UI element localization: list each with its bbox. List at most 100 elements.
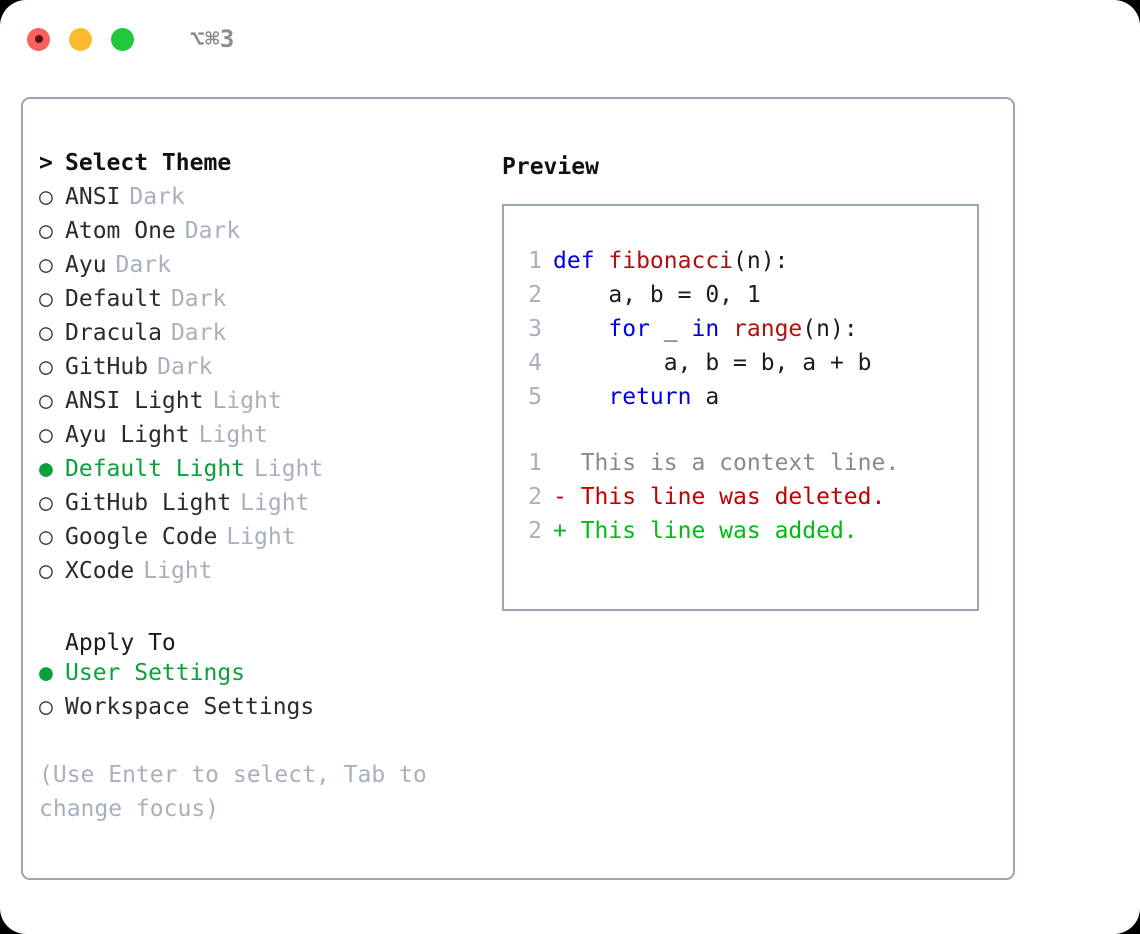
close-button[interactable] bbox=[27, 27, 50, 51]
radio-selected-icon[interactable]: ● bbox=[39, 660, 53, 686]
theme-kind-badge: Dark bbox=[170, 320, 227, 346]
code-line: 1 def fibonacci(n): bbox=[516, 248, 977, 282]
code-token: (n): bbox=[802, 316, 858, 342]
code-line: 2 a, b = 0, 1 bbox=[516, 282, 977, 316]
theme-list-item[interactable]: ○ Google Code Light bbox=[39, 524, 479, 558]
title-bar: ⌥⌘3 bbox=[0, 0, 1140, 78]
radio-unselected-icon[interactable]: ○ bbox=[39, 524, 53, 550]
code-token: a, b = 0, 1 bbox=[553, 282, 761, 308]
theme-kind-badge: Light bbox=[240, 490, 310, 516]
apply-to-option[interactable]: ● User Settings bbox=[39, 660, 479, 694]
line-number: 2 bbox=[528, 484, 542, 510]
radio-unselected-icon[interactable]: ○ bbox=[39, 320, 53, 346]
theme-name: Default Light bbox=[65, 456, 246, 482]
keyboard-hint: (Use Enter to select, Tab to change focu… bbox=[39, 762, 427, 822]
theme-name: XCode bbox=[65, 558, 135, 584]
preview-gap bbox=[516, 418, 977, 450]
theme-list-item[interactable]: ○ Dracula Dark bbox=[39, 320, 479, 354]
theme-name: Google Code bbox=[65, 524, 218, 550]
theme-kind-badge: Dark bbox=[184, 218, 241, 244]
line-number: 2 bbox=[528, 282, 542, 308]
radio-unselected-icon[interactable]: ○ bbox=[39, 218, 53, 244]
line-number: 4 bbox=[528, 350, 542, 376]
line-number: 1 bbox=[528, 450, 542, 476]
radio-unselected-icon[interactable]: ○ bbox=[39, 184, 53, 210]
radio-unselected-icon[interactable]: ○ bbox=[39, 388, 53, 414]
theme-name: Ayu bbox=[65, 252, 107, 278]
line-number: 5 bbox=[528, 384, 542, 410]
code-token bbox=[553, 316, 608, 342]
diff-line: 2- This line was deleted. bbox=[516, 484, 977, 518]
radio-unselected-icon[interactable]: ○ bbox=[39, 286, 53, 312]
code-token: a, b = b, a + b bbox=[553, 350, 872, 376]
apply-to-title: Apply To bbox=[65, 630, 176, 656]
apply-to-label: Workspace Settings bbox=[65, 694, 315, 720]
code-token: (n): bbox=[733, 248, 789, 274]
apply-to-option[interactable]: ○ Workspace Settings bbox=[39, 694, 479, 728]
radio-unselected-icon[interactable]: ○ bbox=[39, 354, 53, 380]
theme-name: ANSI bbox=[65, 184, 121, 210]
code-line: 5 return a bbox=[516, 384, 977, 418]
code-token: a bbox=[691, 384, 720, 410]
theme-list-item[interactable]: ○ XCode Light bbox=[39, 558, 479, 592]
theme-picker-title: Select Theme bbox=[65, 150, 232, 176]
theme-kind-badge: Dark bbox=[170, 286, 227, 312]
code-token: return bbox=[608, 384, 692, 410]
theme-name: Dracula bbox=[65, 320, 162, 346]
minimize-button[interactable] bbox=[69, 27, 92, 51]
apply-to-label: User Settings bbox=[65, 660, 246, 686]
code-line: 4 a, b = b, a + b bbox=[516, 350, 977, 384]
diff-text: This line was deleted. bbox=[566, 484, 886, 510]
radio-unselected-icon[interactable]: ○ bbox=[39, 694, 53, 720]
theme-list-item[interactable]: ○ Default Dark bbox=[39, 286, 479, 320]
diff-marker bbox=[553, 450, 567, 476]
theme-list-item[interactable]: ○ ANSI Dark bbox=[39, 184, 479, 218]
code-line: 3 for _ in range(n): bbox=[516, 316, 977, 350]
apply-to-list: ● User Settings ○ Workspace Settings bbox=[39, 660, 479, 728]
theme-name: GitHub bbox=[65, 354, 149, 380]
theme-kind-badge: Light bbox=[212, 388, 282, 414]
diff-line: 1 This is a context line. bbox=[516, 450, 977, 484]
code-token: for bbox=[608, 316, 650, 342]
radio-unselected-icon[interactable]: ○ bbox=[39, 422, 53, 448]
radio-unselected-icon[interactable]: ○ bbox=[39, 252, 53, 278]
line-number: 1 bbox=[528, 248, 542, 274]
theme-list-item[interactable]: ○ ANSI Light Light bbox=[39, 388, 479, 422]
section-spacer bbox=[39, 592, 479, 626]
theme-name: Atom One bbox=[65, 218, 176, 244]
diff-marker: + bbox=[553, 518, 567, 544]
radio-selected-icon[interactable]: ● bbox=[39, 456, 53, 482]
theme-kind-badge: Light bbox=[226, 524, 296, 550]
theme-kind-badge: Light bbox=[143, 558, 213, 584]
code-token: fibonacci bbox=[608, 248, 734, 274]
theme-kind-badge: Dark bbox=[129, 184, 185, 210]
theme-kind-badge: Light bbox=[198, 422, 268, 448]
theme-name: Default bbox=[65, 286, 162, 312]
traffic-lights bbox=[27, 27, 134, 51]
code-token: def bbox=[553, 248, 609, 274]
code-token: _ bbox=[649, 316, 692, 342]
diff-marker: - bbox=[553, 484, 567, 510]
prompt-caret-icon: > bbox=[39, 150, 53, 176]
theme-list-item[interactable]: ○ Atom One Dark bbox=[39, 218, 479, 252]
preview-title: Preview bbox=[502, 154, 599, 180]
diff-text: This line was added. bbox=[566, 518, 858, 544]
line-number: 3 bbox=[528, 316, 542, 342]
radio-unselected-icon[interactable]: ○ bbox=[39, 558, 53, 584]
theme-picker-header: > Select Theme bbox=[39, 150, 479, 184]
radio-unselected-icon[interactable]: ○ bbox=[39, 490, 53, 516]
maximize-button[interactable] bbox=[111, 27, 134, 51]
theme-name: ANSI Light bbox=[65, 388, 204, 414]
